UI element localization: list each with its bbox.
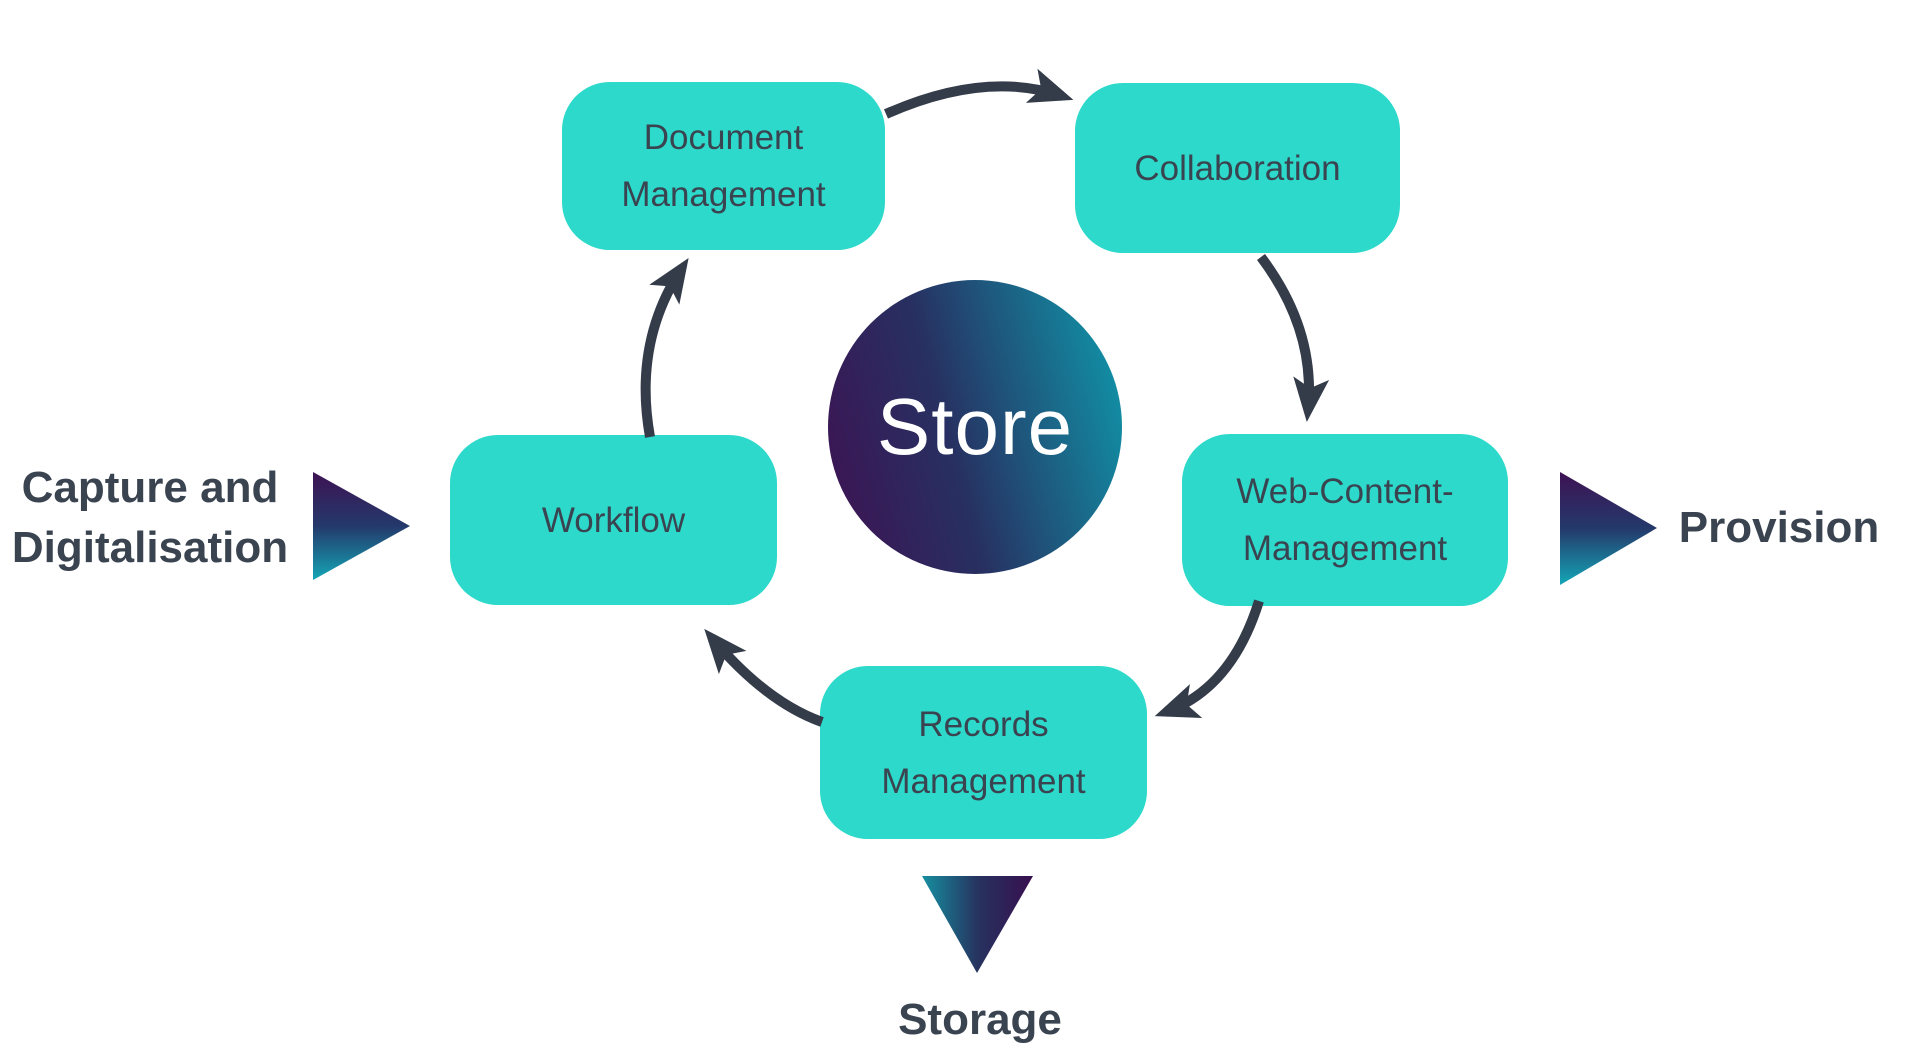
store-label: Store xyxy=(876,382,1074,471)
node-label-line: Management xyxy=(1242,529,1448,568)
node-document-management: Document Management xyxy=(562,82,885,250)
storage-label: Storage xyxy=(898,995,1062,1044)
capture-digitalisation-label: Capture and Digitalisation xyxy=(0,458,300,578)
provision-label: Provision xyxy=(1678,503,1880,552)
arrow-document-to-collaboration xyxy=(883,68,1074,119)
capture-label-line: Digitalisation xyxy=(11,523,289,572)
arrow-collaboration-to-webcontent xyxy=(1257,253,1330,422)
capture-label-line: Capture and xyxy=(21,463,279,512)
arrow-workflow-to-document xyxy=(640,257,689,438)
node-workflow: Workflow xyxy=(450,435,777,605)
node-collaboration: Collaboration xyxy=(1075,83,1400,253)
capture-input-arrow-icon xyxy=(313,472,410,580)
node-records-management: Records Management xyxy=(820,666,1147,839)
storage-down-arrow-icon xyxy=(922,876,1033,973)
node-label-line: Collaboration xyxy=(1134,148,1341,188)
provision-output-arrow-icon xyxy=(1560,472,1657,585)
arrow-records-to-workflow xyxy=(704,628,824,727)
node-web-content-management: Web-Content- Management xyxy=(1182,434,1508,606)
arrow-webcontent-to-records xyxy=(1154,599,1264,718)
node-label-line: Workflow xyxy=(541,500,686,540)
node-label-line: Management xyxy=(881,761,1086,801)
node-label-line: Document xyxy=(643,118,804,157)
store-circle: Store xyxy=(828,280,1122,574)
node-label-line: Web-Content- xyxy=(1236,472,1454,511)
node-label-line: Records xyxy=(918,704,1049,744)
node-label-line: Management xyxy=(621,175,826,214)
